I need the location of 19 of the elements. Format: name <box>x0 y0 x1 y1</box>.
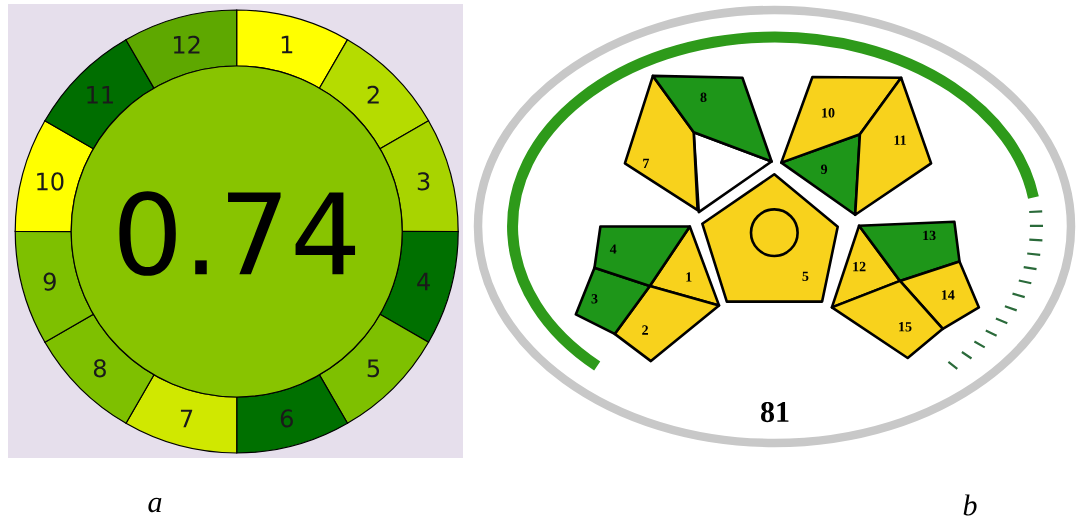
score-label: 81 <box>761 401 789 423</box>
ring-segment: 6 <box>236 374 349 454</box>
pictogram-field: 8 <box>651 74 773 163</box>
ring-segment: 1 <box>236 9 349 89</box>
ring-segment: 2 <box>318 39 430 150</box>
ring-segment: 9 <box>14 230 94 343</box>
ring-segment: 8 <box>44 313 155 424</box>
pictogram-field: 7 <box>623 74 699 212</box>
ring-segment: 7 <box>125 374 238 454</box>
panel-label: a <box>148 497 162 513</box>
panel-label: b <box>963 494 977 516</box>
pictogram-field: 11 <box>853 76 933 217</box>
ring-segment: 11 <box>44 39 155 150</box>
ring-segment: 5 <box>318 313 430 424</box>
pictogram-field: 2 <box>613 284 721 363</box>
ring-segment: 3 <box>379 120 459 233</box>
ring-segment: 12 <box>125 9 238 89</box>
ring-segment: 10 <box>14 120 94 233</box>
ring-segment: 4 <box>379 230 459 343</box>
